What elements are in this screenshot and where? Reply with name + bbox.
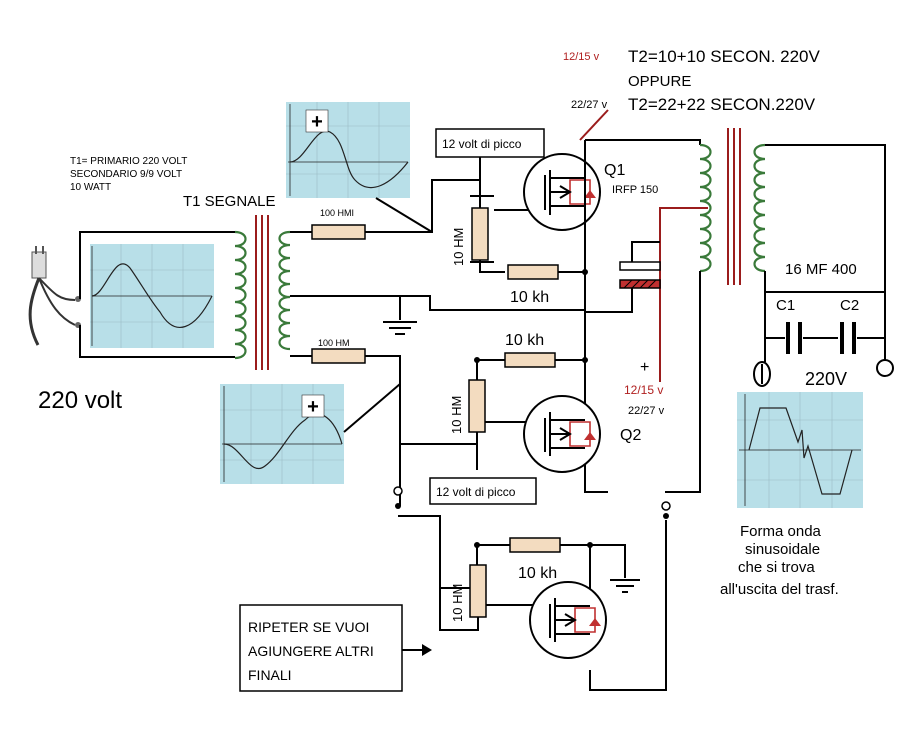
output-waveform-scope xyxy=(737,392,863,508)
resistor-100hm-bottom xyxy=(311,348,366,364)
ground-icon xyxy=(383,321,417,335)
output-voltage-label: 220V xyxy=(805,369,847,389)
wire xyxy=(375,197,433,233)
wire xyxy=(579,109,609,141)
capacitor-c2 xyxy=(840,322,885,354)
repeater-note-3: FINALI xyxy=(248,667,292,683)
peak-voltage-label: 12 volt di picco xyxy=(436,485,516,499)
wire xyxy=(665,271,701,493)
resistor-100hm-top xyxy=(311,224,366,240)
mains-plug-icon xyxy=(28,246,81,346)
cap-value-label: 16 MF 400 xyxy=(785,261,857,278)
repeater-note-box xyxy=(239,604,403,692)
t2-spec-1: T2=10+10 SECON. 220V xyxy=(628,47,821,66)
wire xyxy=(765,144,886,362)
wire xyxy=(398,515,470,589)
resistor-10kh-1 xyxy=(507,264,559,280)
wire xyxy=(290,295,585,311)
caption-line-3: che si trova xyxy=(738,559,815,576)
capacitor-c1 xyxy=(765,322,838,354)
connector-icon xyxy=(661,501,671,511)
resistor-label: 100 HMI xyxy=(320,208,354,218)
resistor-10hm-3 xyxy=(469,564,487,618)
output-terminal-right-icon xyxy=(876,359,894,377)
c1-label: C1 xyxy=(776,297,795,314)
wire xyxy=(365,179,481,233)
resistor-label: 10 kh xyxy=(505,332,544,349)
resistor-10kh-2 xyxy=(504,352,556,368)
ground-icon xyxy=(610,579,640,593)
t1-label: T1 SEGNALE xyxy=(183,193,276,210)
peak-voltage-box-top xyxy=(435,128,545,158)
repeater-note-2: AGIUNGERE ALTRI xyxy=(248,643,374,659)
peak-voltage-box-bottom xyxy=(429,477,537,505)
c2-label: C2 xyxy=(840,297,859,314)
resistor-label: 10 kh xyxy=(518,565,557,582)
resistor-label: 10 HM xyxy=(450,584,465,622)
caption-line-1: Forma onda xyxy=(740,523,822,540)
t1-transformer xyxy=(234,215,291,370)
q1-label: Q1 xyxy=(604,162,625,179)
mosfet-q3 xyxy=(529,581,607,659)
gate-waveform-scope-bottom: + xyxy=(220,384,344,484)
mosfet-q2 xyxy=(523,395,601,473)
wire xyxy=(560,544,626,578)
t2-voltage-1: 12/15 v xyxy=(563,51,600,63)
q2-label: Q2 xyxy=(620,427,641,444)
resistor-10hm-2 xyxy=(468,379,486,433)
input-waveform-scope xyxy=(90,244,214,348)
plus-sign: + xyxy=(307,396,319,418)
cap-voltage-1: 12/15 v xyxy=(624,383,663,397)
wire xyxy=(585,288,633,313)
t2-transformer xyxy=(699,128,766,285)
wire xyxy=(365,355,401,506)
wire xyxy=(79,325,235,358)
connector-icon xyxy=(393,486,403,496)
resistor-10kh-3 xyxy=(509,537,561,553)
transformer-spec-2: SECONDARIO 9/9 VOLT xyxy=(70,169,182,180)
t2-voltage-2: 22/27 v xyxy=(571,99,608,111)
plus-sign: + xyxy=(311,111,323,133)
resistor-label: 10 kh xyxy=(510,289,549,306)
wire xyxy=(79,231,235,299)
cap-plus: + xyxy=(640,359,649,376)
wire xyxy=(400,432,478,445)
mains-label: 220 volt xyxy=(38,387,122,414)
transformer-spec-1: T1= PRIMARIO 220 VOLT xyxy=(70,156,187,167)
caption-line-4: all'uscita del trasf. xyxy=(720,581,839,598)
cap-voltage-2: 22/27 v xyxy=(628,405,665,417)
resistor-10hm-1 xyxy=(471,207,489,261)
electrolytic-capacitor xyxy=(619,261,661,289)
wire xyxy=(584,140,608,493)
transformer-spec-3: 10 WATT xyxy=(70,182,111,193)
resistor-label: 10 HM xyxy=(451,228,466,266)
wire xyxy=(439,588,479,631)
wire xyxy=(585,139,701,145)
wire xyxy=(589,520,667,691)
wire xyxy=(659,207,708,382)
t2-spec-oppure: OPPURE xyxy=(628,73,691,90)
caption-line-2: sinusoidale xyxy=(745,541,820,558)
mosfet-q1 xyxy=(523,153,601,231)
output-terminal-left-icon xyxy=(753,361,771,387)
t2-spec-2: T2=22+22 SECON.220V xyxy=(628,95,816,114)
wire xyxy=(631,241,660,262)
peak-voltage-label: 12 volt di picco xyxy=(442,137,522,151)
gate-waveform-scope-top: + xyxy=(286,102,410,198)
resistor-label: 100 HM xyxy=(318,338,350,348)
wire xyxy=(343,383,401,433)
repeater-note-1: RIPETER SE VUOI xyxy=(248,619,369,635)
resistor-label: 10 HM xyxy=(449,396,464,434)
q1-type: IRFP 150 xyxy=(612,184,658,196)
